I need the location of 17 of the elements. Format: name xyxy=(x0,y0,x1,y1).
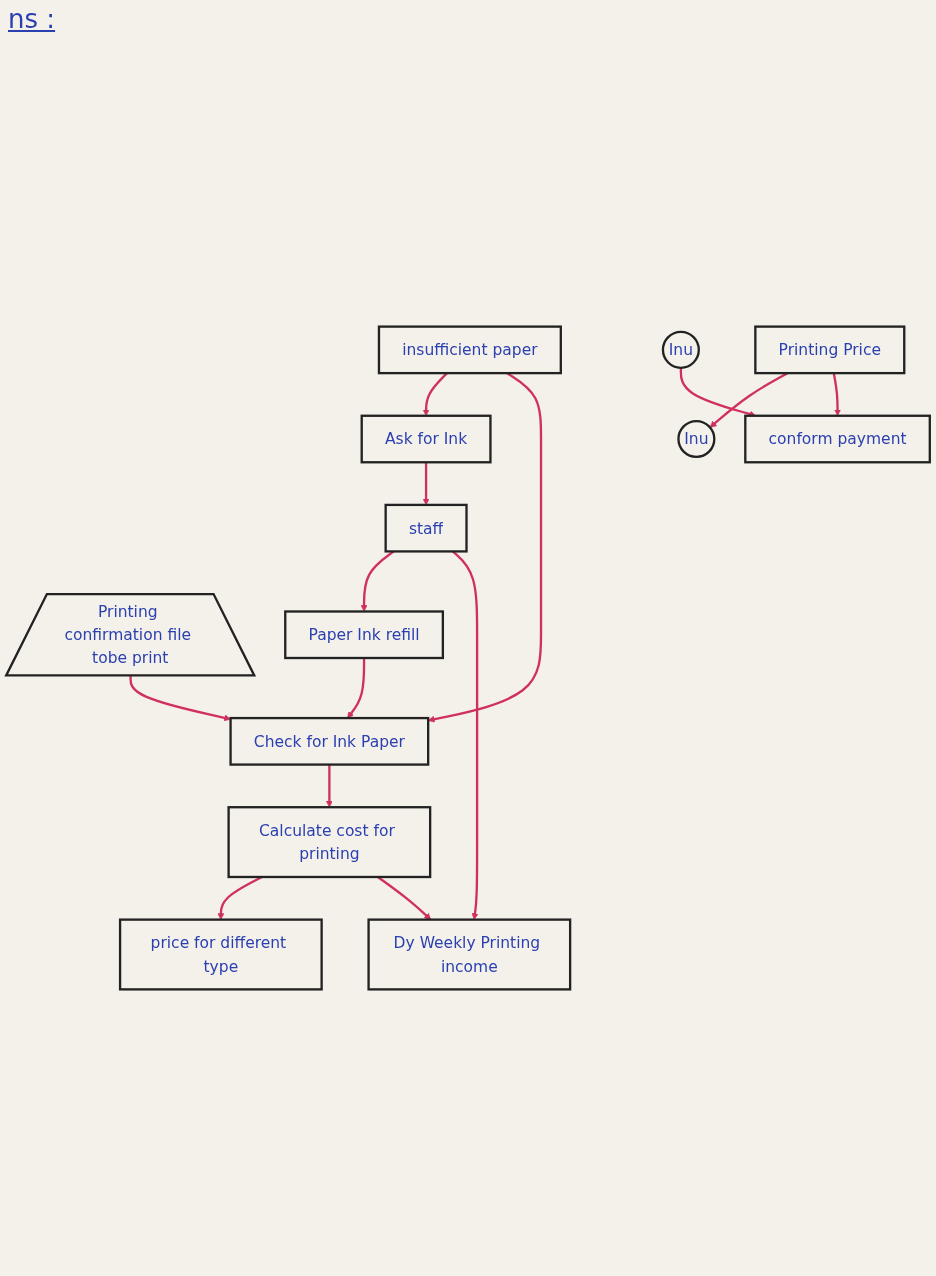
node-box: Paper Ink refill xyxy=(284,610,445,660)
node-box: price for different type xyxy=(118,918,323,991)
node-box: Check for Ink Paper xyxy=(229,716,430,766)
node-circle: Inu xyxy=(677,419,716,459)
arrow xyxy=(347,658,366,719)
node-box: conform payment xyxy=(744,414,931,464)
node-box: Calculate cost for printing xyxy=(227,806,432,879)
heading-fragment: ns : xyxy=(8,4,56,34)
node-box: staff xyxy=(384,503,468,553)
node-box: Printing Price xyxy=(754,325,906,375)
node-circle: Inu xyxy=(661,330,700,369)
node-box: Dy Weekly Printing income xyxy=(367,918,572,991)
node-box: Ask for Ink xyxy=(360,414,492,464)
arrow xyxy=(129,675,231,722)
arrow xyxy=(377,876,432,920)
arrow xyxy=(325,764,333,808)
node-box: insufficient paper xyxy=(377,325,562,375)
